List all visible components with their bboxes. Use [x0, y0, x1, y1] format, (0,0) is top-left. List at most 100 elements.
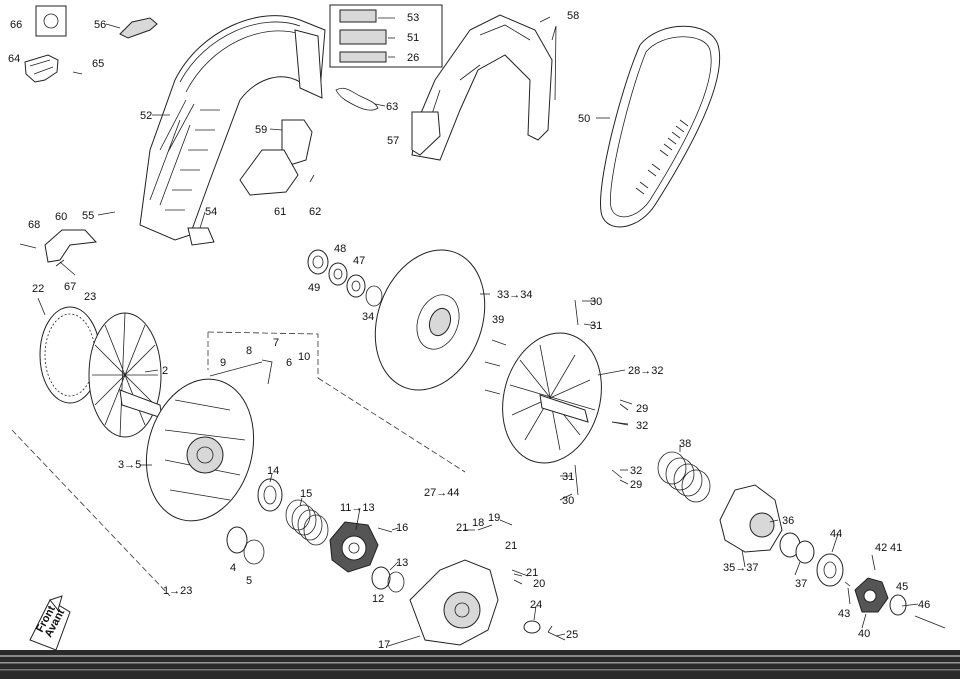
- callout: 32: [630, 465, 642, 477]
- callout: 47: [353, 255, 365, 267]
- callout: 29: [636, 403, 648, 415]
- callout: 5: [246, 575, 252, 587]
- callout: 6: [286, 357, 292, 369]
- callout: 31: [590, 320, 602, 332]
- callout: 57: [387, 135, 399, 147]
- callout: 48: [334, 243, 346, 255]
- callout: 12: [372, 593, 384, 605]
- callout: 9: [220, 357, 226, 369]
- part-28-driven-pulley: [502, 332, 602, 464]
- assembly-bracket-left: [11, 429, 171, 597]
- callout: 67: [64, 281, 76, 293]
- washer-stack: [307, 249, 383, 307]
- callout: 64: [8, 53, 20, 65]
- part-60-bracket: [44, 229, 98, 263]
- callout: 30: [590, 296, 602, 308]
- callout: 4: [230, 562, 236, 574]
- part-52-belt-guard: [139, 15, 326, 241]
- callout: 26: [407, 52, 419, 64]
- hardware-screws: [37, 174, 876, 587]
- callout: 24: [530, 599, 542, 611]
- callout: 63: [386, 101, 398, 113]
- part-35-cam: [719, 484, 783, 553]
- callout: 50: [578, 113, 590, 125]
- callout: 61: [274, 206, 286, 218]
- callout: 54: [205, 206, 217, 218]
- part-46-bolt: [914, 615, 946, 629]
- part-33-sheave: [374, 249, 486, 391]
- callout: 15: [300, 488, 312, 500]
- part-40-nut: [854, 577, 889, 613]
- callout: 28→32: [628, 365, 663, 377]
- callout: 3→5: [118, 459, 141, 471]
- part-12-washer: [371, 566, 391, 590]
- callout: 59: [255, 124, 267, 136]
- callout: 68: [28, 219, 40, 231]
- callout: 31: [562, 471, 574, 483]
- part-64-bracket: [24, 54, 59, 83]
- callout: 55: [82, 210, 94, 222]
- callout: 33→34: [497, 289, 532, 301]
- part-44-washer: [816, 553, 844, 587]
- part-5-washer: [243, 539, 265, 565]
- callout: 58: [567, 10, 579, 22]
- callout: 44: [830, 528, 842, 540]
- callout: 49: [308, 282, 320, 294]
- callout: 23: [84, 291, 96, 303]
- callout: 2: [162, 365, 168, 377]
- callout: 11→13: [340, 502, 375, 514]
- leader-lines: [72, 16, 919, 647]
- part-17-hub: [409, 559, 499, 646]
- part-13-ring: [387, 571, 405, 593]
- callout: 39: [492, 314, 504, 326]
- callout: 46: [918, 599, 930, 611]
- callout: 17: [378, 639, 390, 651]
- part-37-washer: [795, 540, 815, 564]
- callout: 32: [636, 420, 648, 432]
- callout: 41: [890, 542, 902, 554]
- part-11-spider: [329, 521, 379, 573]
- part-44-washer-hole: [823, 561, 837, 579]
- part-66-label: [35, 5, 67, 37]
- callout: 36: [782, 515, 794, 527]
- part-61-bracket: [239, 149, 299, 196]
- callout: 16: [396, 522, 408, 534]
- callout: 22: [32, 283, 44, 295]
- part-45-washer: [889, 594, 907, 616]
- assembly-bracket-top: [207, 331, 319, 378]
- part-54-plate: [187, 227, 215, 246]
- part-57-outer-guard: [411, 14, 553, 161]
- front-direction-marker: Front Avant: [29, 595, 71, 651]
- part-24-washer: [523, 620, 541, 634]
- callout: 38: [679, 438, 691, 450]
- callout: 21: [456, 522, 468, 534]
- part-14-bearing: [257, 478, 283, 512]
- callout: 29: [630, 479, 642, 491]
- callout: 52: [140, 110, 152, 122]
- callout: 20: [533, 578, 545, 590]
- callout: 42: [875, 542, 887, 554]
- callout: 45: [896, 581, 908, 593]
- callout: 25: [566, 629, 578, 641]
- callout: 30: [562, 495, 574, 507]
- callout: 18: [472, 517, 484, 529]
- callout: 40: [858, 628, 870, 640]
- callout: 56: [94, 19, 106, 31]
- part-68-screw: [19, 243, 37, 249]
- callout: 8: [246, 345, 252, 357]
- callout: 60: [55, 211, 67, 223]
- assembly-bracket-27: [317, 377, 466, 473]
- part-50-drive-belt: [600, 25, 720, 228]
- part-25-bolt: [547, 625, 566, 641]
- callout: 21: [526, 567, 538, 579]
- part-4-washer: [226, 526, 248, 554]
- callout: 43: [838, 608, 850, 620]
- callout: 14: [267, 465, 279, 477]
- callout: 21: [505, 540, 517, 552]
- callout: 13: [396, 557, 408, 569]
- decal-set-box: [329, 4, 443, 68]
- callout: 27→44: [424, 487, 459, 499]
- callout: 10: [298, 351, 310, 363]
- part-3-movable-sheave: [145, 378, 255, 522]
